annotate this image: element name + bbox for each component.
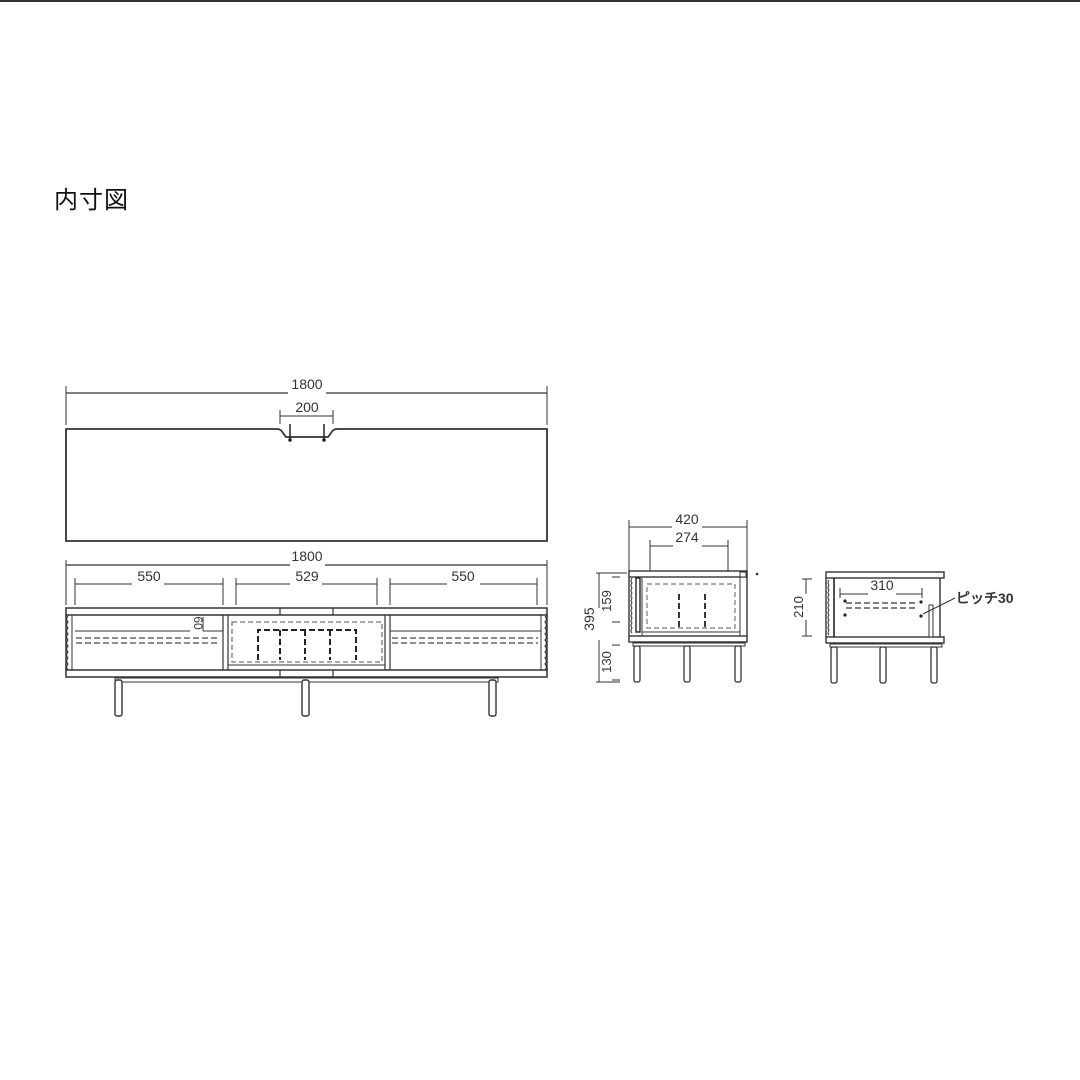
side-view-center: 420 274 395 159 130: [581, 511, 759, 683]
top-overall-width-label: 1800: [291, 376, 322, 392]
center-compartment-width-label: 529: [295, 568, 319, 584]
top-border: [0, 0, 1080, 2]
left-compartment-width-label: 550: [137, 568, 161, 584]
shelf-offset-label: 60: [191, 616, 205, 630]
side-inner-depth-label: 274: [675, 529, 699, 545]
side-overall-height-label: 395: [581, 607, 597, 631]
top-view: 1800 200: [65, 376, 548, 542]
side-overall-depth-label: 420: [675, 511, 699, 527]
side-inner-height-label: 159: [599, 590, 614, 612]
side-leg-height-label: 130: [599, 651, 614, 673]
end-inner-depth-label: 310: [870, 577, 894, 593]
front-overall-width-label: 1800: [291, 548, 322, 564]
end-inner-height-label: 210: [791, 596, 806, 618]
front-view: 1800 550 529 550: [65, 548, 548, 717]
side-view-end: 210 310 ピッチ30: [791, 571, 1014, 684]
top-notch-width-label: 200: [295, 399, 319, 415]
page-title: 内寸図: [54, 186, 129, 214]
right-compartment-width-label: 550: [451, 568, 475, 584]
shelf-pitch-label: ピッチ30: [956, 590, 1014, 606]
